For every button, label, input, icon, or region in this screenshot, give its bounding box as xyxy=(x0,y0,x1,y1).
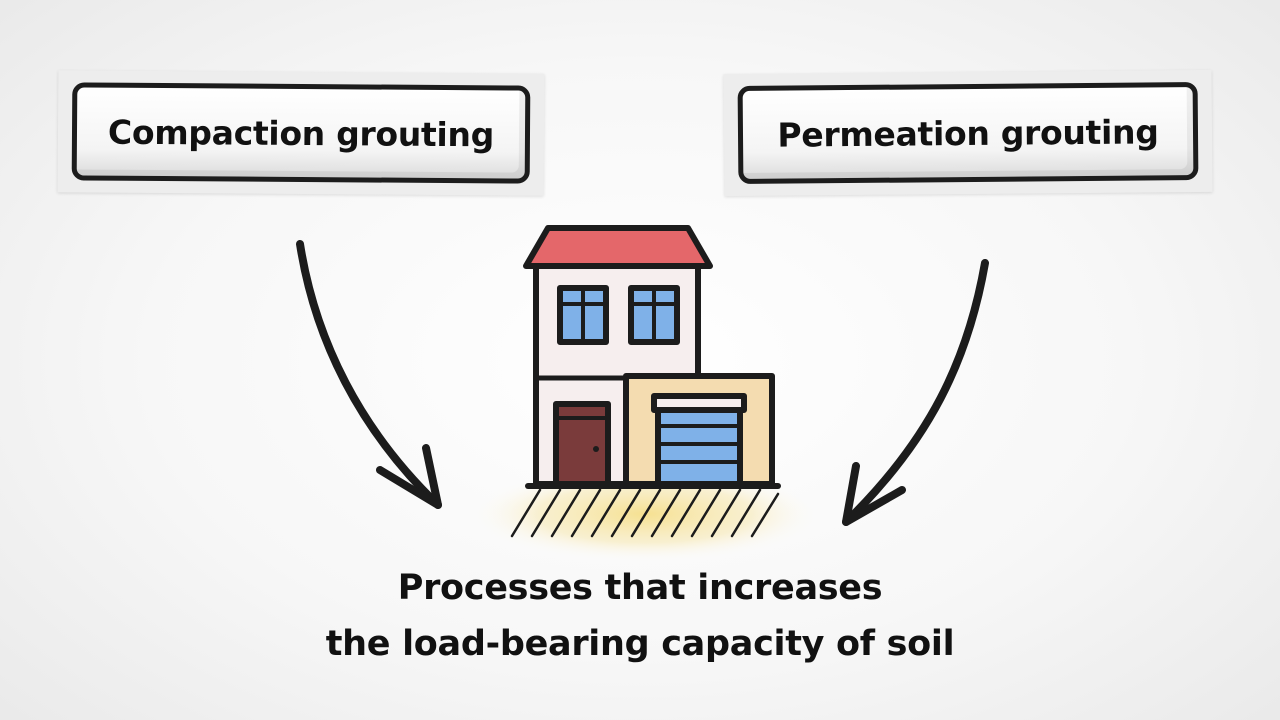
caption-line-2: the load-bearing capacity of soil xyxy=(325,624,955,664)
right-curved-arrow-icon xyxy=(842,259,989,526)
caption-line-1: Processes that increases xyxy=(397,568,883,608)
house-icon xyxy=(523,225,781,489)
soil-hatch-icon xyxy=(467,466,823,562)
left-curved-arrow-icon xyxy=(296,240,442,509)
